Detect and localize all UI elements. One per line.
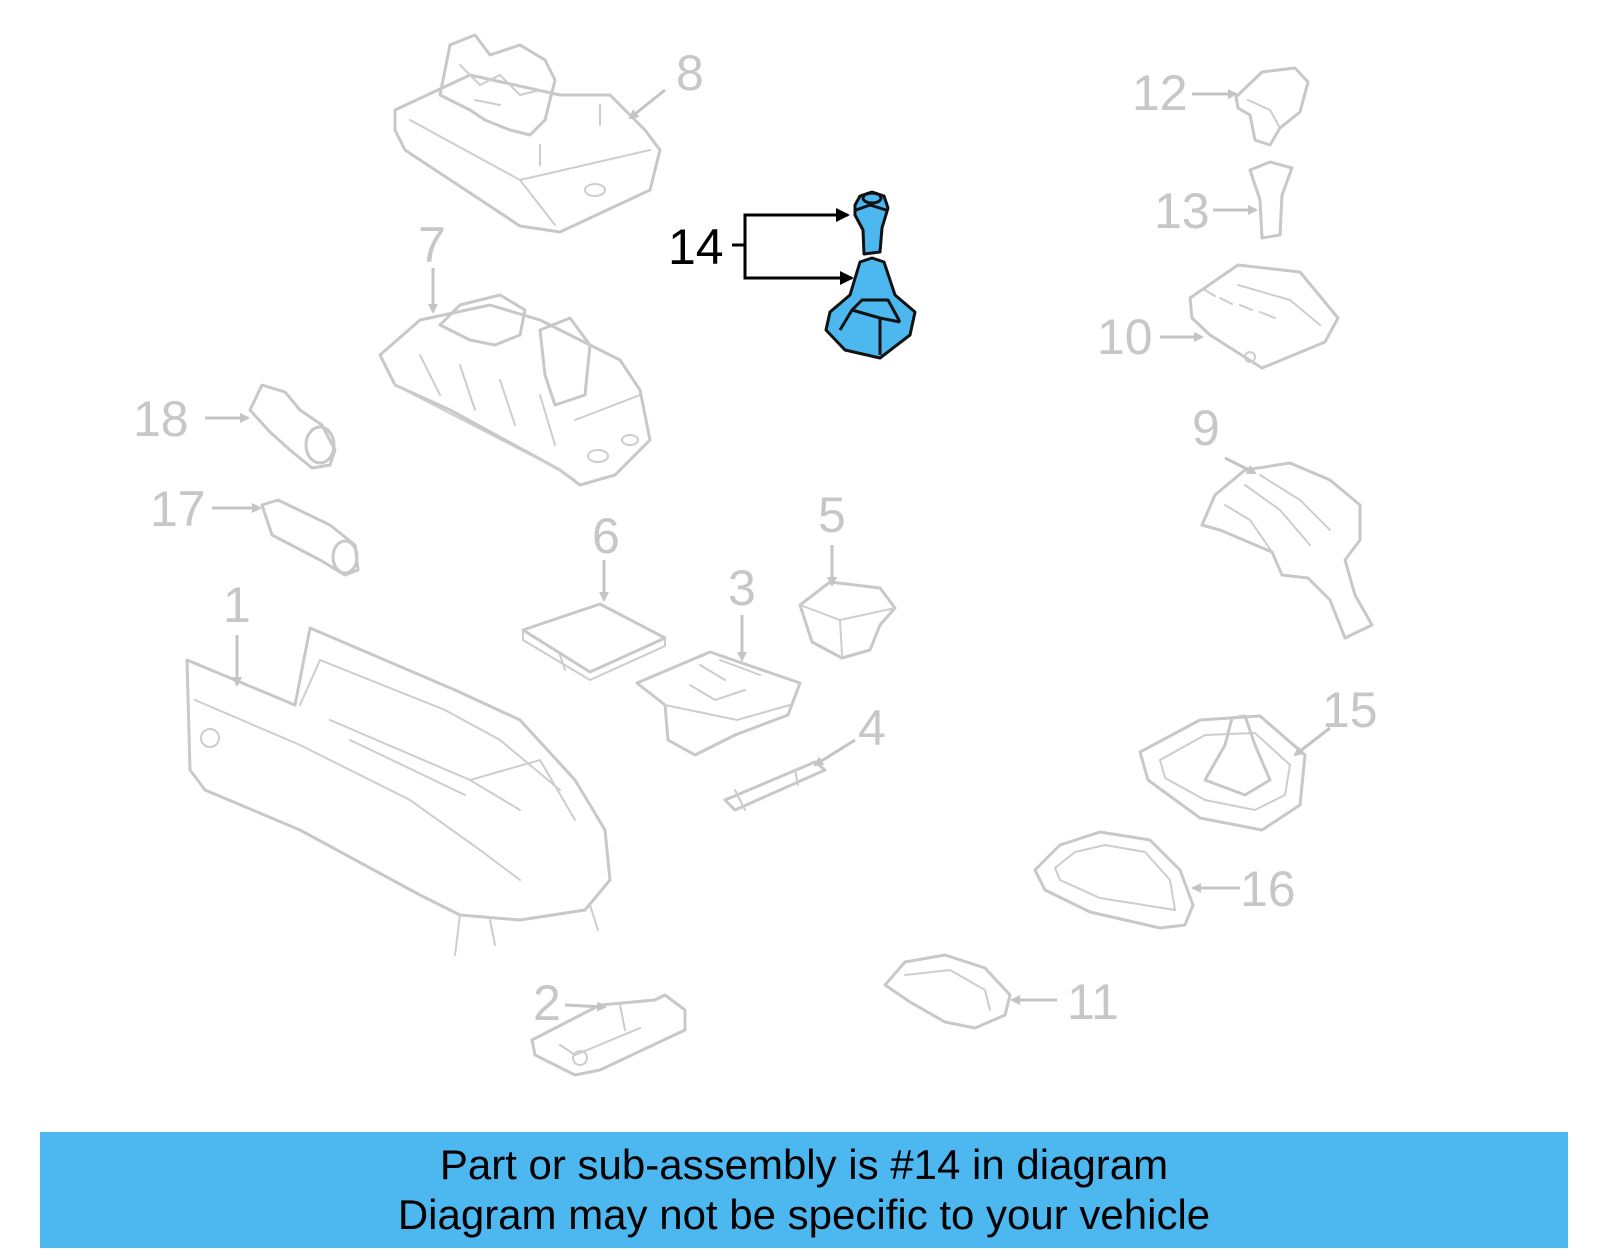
callout-18: 18 — [133, 391, 189, 447]
callout-4: 4 — [858, 700, 886, 756]
parts-diagram: 8 7 18 17 1 2 — [133, 33, 1378, 1077]
part-10-indicator-panel: 10 — [1097, 263, 1340, 370]
part-13-sleeve: 13 — [1154, 160, 1294, 240]
part-2-bracket: 2 — [530, 975, 687, 1077]
callout-16: 16 — [1240, 861, 1296, 917]
callout-11: 11 — [1067, 974, 1119, 1030]
callout-9: 9 — [1192, 400, 1220, 456]
banner-line-2: Diagram may not be specific to your vehi… — [397, 1191, 1211, 1238]
part-18-socket: 18 — [133, 383, 337, 470]
callout-10: 10 — [1097, 309, 1153, 365]
part-17-lighter: 17 — [150, 481, 360, 577]
part-1-center-console: 1 — [185, 577, 612, 956]
info-banner: Part or sub-assembly is #14 in diagram D… — [40, 1132, 1568, 1248]
callout-5: 5 — [818, 487, 846, 543]
part-4-trim-strip: 4 — [723, 700, 886, 812]
part-7-shifter-assembly: 7 — [378, 217, 652, 487]
callout-17: 17 — [150, 481, 206, 537]
part-12-shift-knob: 12 — [1132, 65, 1310, 147]
callout-7: 7 — [418, 217, 446, 273]
callout-14: 14 — [668, 219, 724, 275]
callout-2: 2 — [533, 975, 561, 1031]
part-11-cover: 11 — [883, 953, 1119, 1030]
callout-1: 1 — [223, 577, 251, 633]
callout-13: 13 — [1154, 183, 1210, 239]
part-16-trim-frame: 16 — [1033, 830, 1296, 930]
part-8-shifter-housing: 8 — [393, 33, 704, 234]
part-9-gate-bracket: 9 — [1192, 400, 1374, 640]
callout-12: 12 — [1132, 65, 1188, 121]
callout-15: 15 — [1322, 682, 1378, 738]
part-3-ashtray: 3 — [635, 560, 802, 757]
callout-3: 3 — [728, 560, 756, 616]
part-15-shift-boot: 15 — [1138, 682, 1378, 832]
part-14-knob-and-boot: 14 — [668, 190, 917, 360]
part-6-cover-plate: 6 — [521, 508, 667, 682]
part-5-cup-holder: 5 — [798, 487, 897, 660]
callout-8: 8 — [676, 45, 704, 101]
banner-line-1: Part or sub-assembly is #14 in diagram — [439, 1141, 1169, 1188]
callout-6: 6 — [592, 508, 620, 564]
